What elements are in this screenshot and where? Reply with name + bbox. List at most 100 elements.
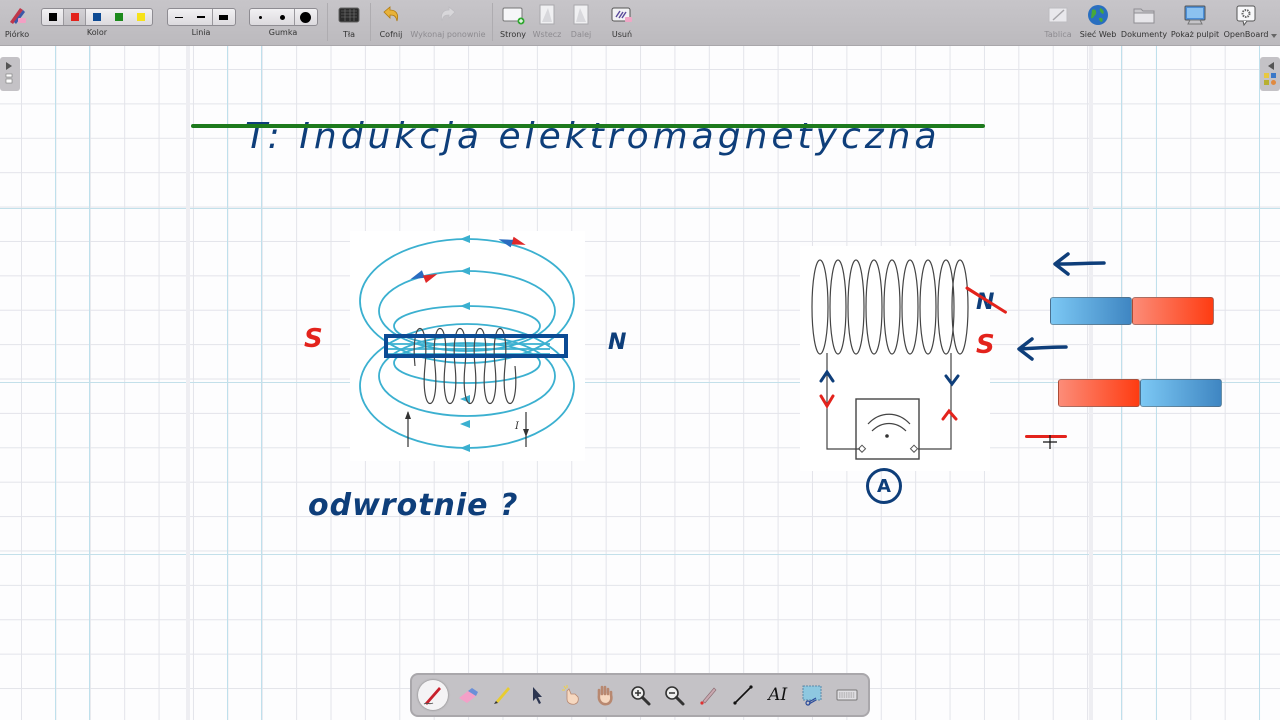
overflow-chevron-icon[interactable] <box>1271 34 1277 38</box>
eraser-tool-button[interactable] <box>453 680 483 710</box>
selector-tool-button[interactable] <box>522 680 552 710</box>
virtual-keyboard-button[interactable] <box>832 680 862 710</box>
color-segment <box>41 8 153 26</box>
solenoid-field-diagram: I <box>350 231 585 461</box>
left-panel-toggle[interactable] <box>0 57 20 91</box>
laser-pointer-tool-button[interactable] <box>694 680 724 710</box>
color-green[interactable] <box>115 13 123 21</box>
minus-sign <box>1025 435 1067 438</box>
text-tool-button[interactable]: AI <box>763 680 793 710</box>
line-thick[interactable] <box>213 9 235 25</box>
whiteboard-canvas[interactable]: T: Indukcja elektromagnetyczna I <box>0 46 1280 720</box>
pointing-hand-icon <box>562 685 579 705</box>
color-group <box>86 9 152 25</box>
pen-tool-button[interactable] <box>418 680 449 710</box>
next-page-icon <box>572 2 590 28</box>
pen-button[interactable]: Piórko <box>2 2 32 44</box>
grid-line <box>261 46 262 720</box>
folder-icon <box>1132 2 1156 28</box>
redo-button[interactable]: Wykonaj ponownie <box>410 2 486 44</box>
pen-icon <box>423 687 442 705</box>
coil-pole-label: S <box>976 330 995 360</box>
grid-line <box>0 382 1280 383</box>
pages-button[interactable]: Strony <box>498 2 528 44</box>
svg-text:I: I <box>514 421 520 432</box>
hand-tool-button[interactable] <box>590 680 620 710</box>
eraser-small[interactable] <box>250 9 272 25</box>
grid-line <box>0 554 1280 555</box>
pen-icon <box>6 2 28 28</box>
line-icon <box>733 685 753 705</box>
desktop-icon <box>1183 2 1207 28</box>
backgrounds-button[interactable]: Tła <box>334 2 364 44</box>
library-panel-icon <box>1264 62 1276 85</box>
title-underline <box>191 124 985 128</box>
documents-button[interactable]: Dokumenty <box>1121 2 1167 44</box>
eraser-segment <box>248 8 318 26</box>
zoom-in-icon <box>631 686 651 706</box>
laser-pointer-icon <box>700 687 717 705</box>
add-page-icon <box>501 2 525 28</box>
zoom-out-tool-button[interactable] <box>659 680 689 710</box>
color-blue[interactable] <box>93 13 101 21</box>
south-pole-label: S <box>304 324 323 354</box>
grid-line <box>0 208 1280 209</box>
main-toolbar: Piórko Kolor Linia Gumka <box>0 0 1280 46</box>
highlighter-icon <box>494 687 511 704</box>
right-panel-toggle[interactable] <box>1260 57 1280 91</box>
eraser-large[interactable] <box>295 9 317 25</box>
previous-page-icon <box>538 2 556 28</box>
globe-icon <box>1087 2 1109 28</box>
show-desktop-button[interactable]: Pokaż pulpit <box>1171 2 1219 44</box>
grid-line <box>1259 46 1260 720</box>
eraser-medium[interactable] <box>272 9 295 25</box>
undo-icon <box>381 2 401 28</box>
clear-page-button[interactable]: Usuń <box>607 2 637 44</box>
ammeter-label-circle: A <box>866 468 902 504</box>
undo-button[interactable]: Cofnij <box>376 2 406 44</box>
left-arrow-icon <box>1017 337 1068 361</box>
toolbar-separator <box>370 3 371 41</box>
north-pole-label: N <box>608 330 627 355</box>
pages-panel-icon <box>5 62 13 84</box>
magnet-north-half <box>1058 379 1140 407</box>
question-text: odwrotnie ? <box>308 488 519 523</box>
keyboard-icon <box>836 689 858 701</box>
web-button[interactable]: Sieć Web <box>1079 2 1117 44</box>
crosshair-cursor-icon <box>1043 435 1057 449</box>
color-yellow[interactable] <box>137 13 145 21</box>
zoom-out-icon <box>665 686 685 706</box>
zoom-in-tool-button[interactable] <box>625 680 655 710</box>
text-icon: AI <box>768 685 788 705</box>
line-tool-button[interactable] <box>728 680 758 710</box>
openboard-menu-button[interactable]: OpenBoard <box>1224 2 1268 44</box>
color-black[interactable] <box>42 9 64 25</box>
magnet-south-half <box>1140 379 1222 407</box>
next-page-button[interactable]: Dalej <box>566 2 596 44</box>
board-button[interactable]: Tablica <box>1041 2 1075 44</box>
stylus-palette: AI <box>410 673 870 717</box>
marker-tool-button[interactable] <box>487 680 517 710</box>
bar-magnet-s-n[interactable] <box>1050 297 1214 325</box>
previous-page-button[interactable]: Wstecz <box>532 2 562 44</box>
color-red[interactable] <box>64 9 86 25</box>
page-boundary <box>186 46 190 720</box>
toolbar-separator <box>327 3 328 41</box>
grid-line <box>55 46 56 720</box>
hand-icon <box>598 685 614 706</box>
line-thin[interactable] <box>168 9 190 25</box>
board-icon <box>1047 2 1069 28</box>
magnet-south-half <box>1050 297 1132 325</box>
backgrounds-icon <box>338 2 360 28</box>
screen-capture-icon <box>802 685 822 706</box>
grid-line <box>89 46 90 720</box>
capture-tool-button[interactable] <box>797 680 827 710</box>
line-width-picker: Linia <box>166 2 236 44</box>
ammeter-label: A <box>877 475 891 497</box>
line-medium[interactable] <box>190 9 213 25</box>
toolbar-separator <box>492 3 493 41</box>
color-picker: Kolor <box>41 2 153 44</box>
bar-magnet-n-s[interactable] <box>1058 379 1222 407</box>
cursor-arrow-icon <box>532 687 542 704</box>
interact-tool-button[interactable] <box>556 680 586 710</box>
